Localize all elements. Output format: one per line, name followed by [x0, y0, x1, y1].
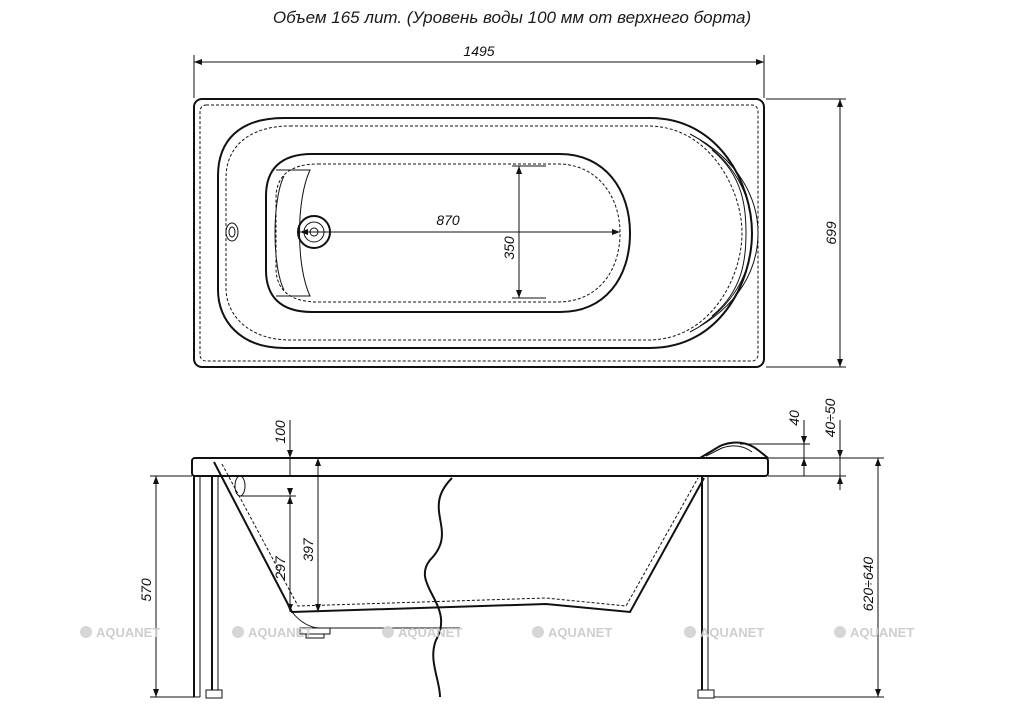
aquanet-watermark: AQUANET [80, 625, 160, 640]
svg-text:AQUANET: AQUANET [850, 625, 914, 640]
svg-text:AQUANET: AQUANET [548, 625, 612, 640]
side-view: 100 397 297 570 620÷640 40 40÷50 [138, 398, 884, 699]
rim-range-label: 40÷50 [822, 398, 838, 437]
total-height-label: 620÷640 [860, 557, 876, 612]
inner-depth-b-label: 297 [272, 555, 288, 581]
aquanet-watermark: AQUANET [382, 625, 462, 640]
leg-height-label: 570 [138, 578, 154, 602]
watermark-row: AQUANET AQUANET AQUANET AQUANET AQUANET … [80, 625, 914, 640]
svg-text:AQUANET: AQUANET [96, 625, 160, 640]
drawing-caption: Объем 165 лит. (Уровень воды 100 мм от в… [272, 8, 752, 27]
inner-width-label: 350 [501, 236, 517, 260]
inner-depth-a-label: 397 [300, 537, 316, 562]
top-view: 1495 870 350 [193, 43, 846, 368]
inner-length-label: 870 [436, 212, 460, 228]
width-label: 699 [823, 221, 839, 245]
svg-text:AQUANET: AQUANET [700, 625, 764, 640]
length-label: 1495 [463, 43, 494, 59]
rim-depth-label: 100 [272, 420, 288, 444]
aquanet-watermark: AQUANET [834, 625, 914, 640]
rim-thickness-label: 40 [786, 410, 802, 426]
aquanet-watermark: AQUANET [232, 625, 312, 640]
aquanet-watermark: AQUANET [532, 625, 612, 640]
aquanet-watermark: AQUANET [684, 625, 764, 640]
svg-text:AQUANET: AQUANET [398, 625, 462, 640]
svg-text:AQUANET: AQUANET [248, 625, 312, 640]
